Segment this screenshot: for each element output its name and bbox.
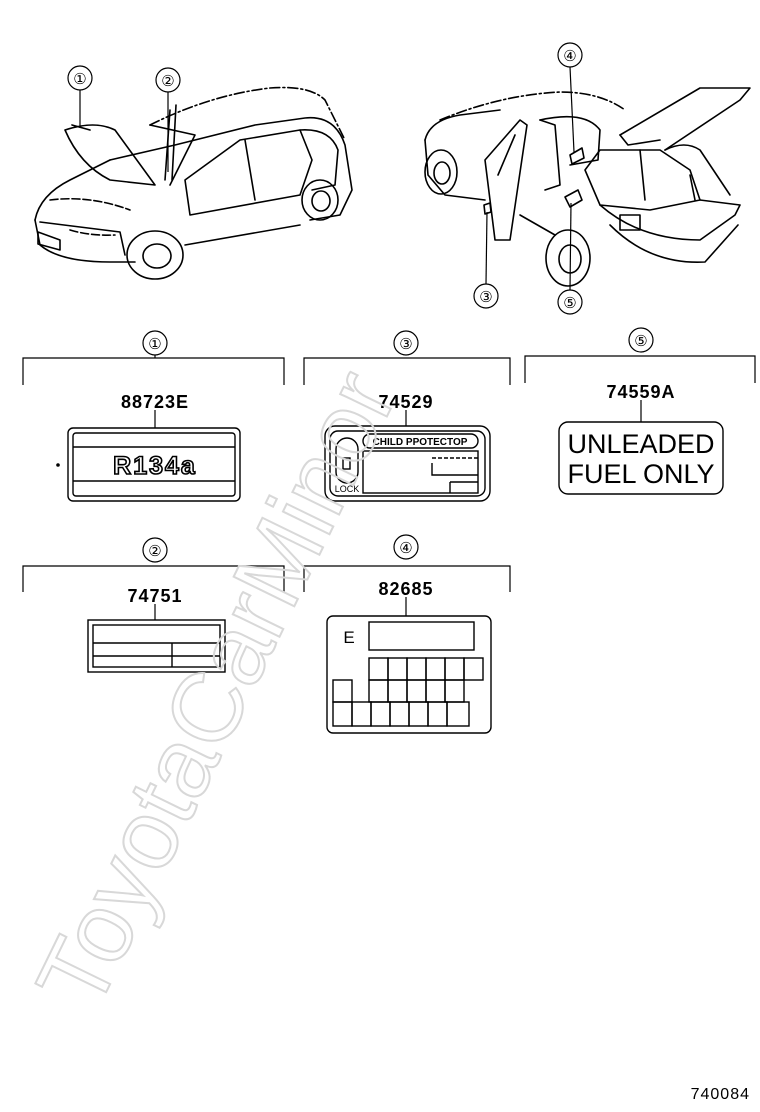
label-74751-table: [87, 619, 226, 673]
label-r134a: [67, 427, 241, 502]
callout-1-car: [67, 65, 93, 128]
car-front-view: [34, 86, 353, 280]
callout-3-car: [473, 211, 499, 309]
unleaded-line-2: FUEL ONLY: [567, 459, 714, 489]
callout-3-number: ③: [399, 336, 412, 353]
part-number-74751: 74751: [127, 586, 182, 606]
callout-1-number: ①: [148, 336, 161, 353]
callout-4-car: [557, 42, 583, 153]
unleaded-line-1: UNLEADED: [567, 429, 714, 459]
stray-dot: [56, 463, 60, 467]
part-number-74559a: 74559A: [606, 382, 675, 402]
callout-1-car-number: ①: [73, 71, 86, 88]
bracket-lines: [22, 327, 756, 620]
callout-4-car-number: ④: [563, 48, 576, 65]
part-number-88723e: 88723E: [121, 392, 189, 412]
label-unleaded-fuel: [558, 421, 724, 495]
child-protector-lock: LOCK: [335, 484, 360, 494]
callout-4-number: ④: [399, 540, 412, 557]
label-r134a-text: R134a: [113, 452, 197, 480]
callout-5-number: ⑤: [634, 333, 647, 350]
callout-2-number: ②: [148, 543, 161, 560]
callout-5-car: [557, 202, 583, 315]
diagram-code: 740084: [690, 1086, 750, 1103]
child-protector-header: CHILD PPOTECTOP: [373, 437, 468, 448]
grid-letter-e: E: [343, 628, 354, 647]
label-child-protector: [324, 425, 491, 502]
callout-2-car: [155, 67, 181, 172]
callout-3-car-number: ③: [479, 289, 492, 306]
part-number-74529: 74529: [378, 392, 433, 412]
callout-2-car-number: ②: [161, 73, 174, 90]
part-number-82685: 82685: [378, 579, 433, 599]
car-rear-view: [424, 87, 751, 287]
label-82685-grid: [326, 615, 492, 734]
callout-5-car-number: ⑤: [563, 295, 576, 312]
